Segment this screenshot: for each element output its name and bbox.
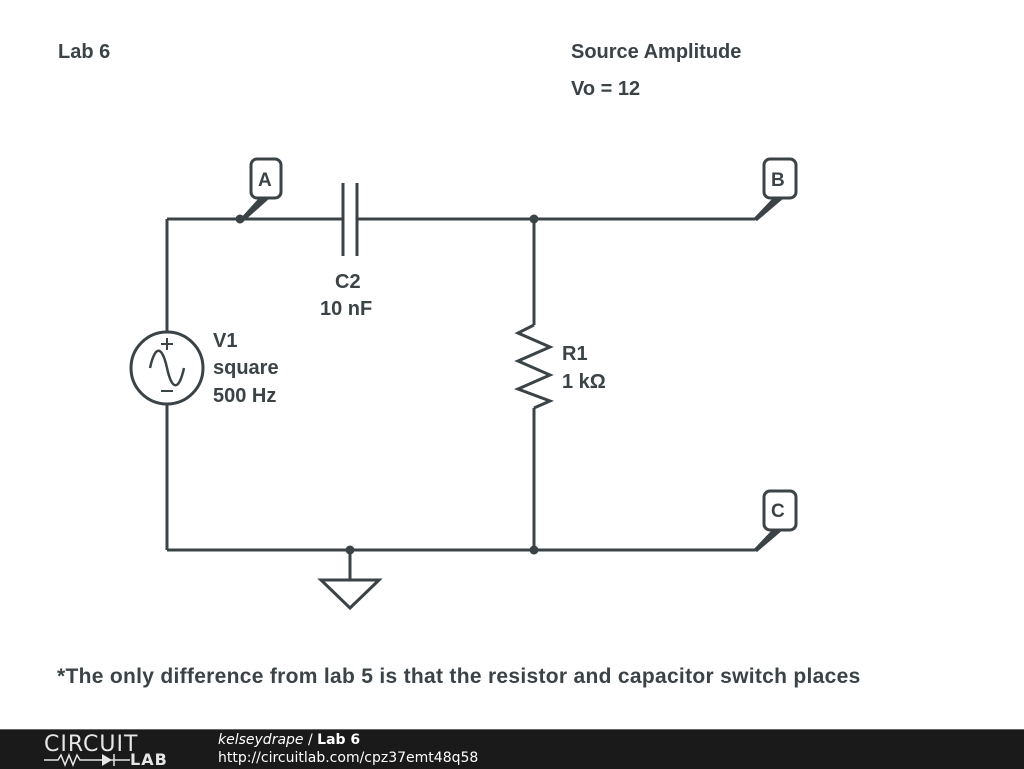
ground-icon: [317, 578, 383, 611]
node-b-pointer: [753, 198, 784, 221]
footer-breadcrumb: kelseydrape / Lab 6: [218, 732, 360, 748]
node-c-label: C: [771, 501, 785, 522]
circuitlab-logo-graphic[interactable]: [44, 752, 174, 768]
project-name[interactable]: Lab 6: [317, 732, 361, 748]
project-url[interactable]: http://circuitlab.com/cpz37emt48q58: [218, 750, 479, 766]
v1-frequency: 500 Hz: [213, 385, 277, 407]
resistor-zigzag: [514, 323, 554, 410]
source-amplitude-value: Vo = 12: [571, 78, 641, 100]
c2-value: 10 nF: [320, 298, 373, 320]
junction-dot-top: [529, 214, 539, 224]
node-a-pointer: [240, 198, 270, 222]
source-amplitude-heading: Source Amplitude: [571, 41, 742, 63]
footer-bar: CIRCUIT LAB kelseydrape / Lab 6 http://c…: [0, 729, 1024, 769]
author-link[interactable]: kelseydrape: [218, 732, 304, 748]
v1-name: V1: [213, 330, 238, 352]
circuit-schematic: [129, 157, 798, 611]
node-a-label: A: [258, 170, 272, 191]
circuitlab-logo-top[interactable]: CIRCUIT: [44, 732, 139, 757]
c2-name: C2: [335, 271, 361, 293]
junction-dot-bottom: [529, 545, 539, 555]
circuitlab-logo-bottom: LAB: [130, 750, 168, 769]
voltage-source-circle: [129, 330, 205, 406]
junction-dot-a: [235, 214, 245, 224]
note-text: *The only difference from lab 5 is that …: [57, 665, 861, 688]
node-b-label: B: [771, 170, 785, 191]
sine-wave-icon: [148, 349, 186, 387]
r1-name: R1: [562, 343, 588, 365]
node-c-pointer: [753, 529, 784, 552]
v1-type: square: [213, 357, 279, 379]
r1-value: 1 kΩ: [562, 371, 606, 393]
page-title: Lab 6: [58, 41, 111, 63]
breadcrumb-separator: /: [303, 732, 318, 748]
junction-dot-ground: [345, 545, 355, 555]
